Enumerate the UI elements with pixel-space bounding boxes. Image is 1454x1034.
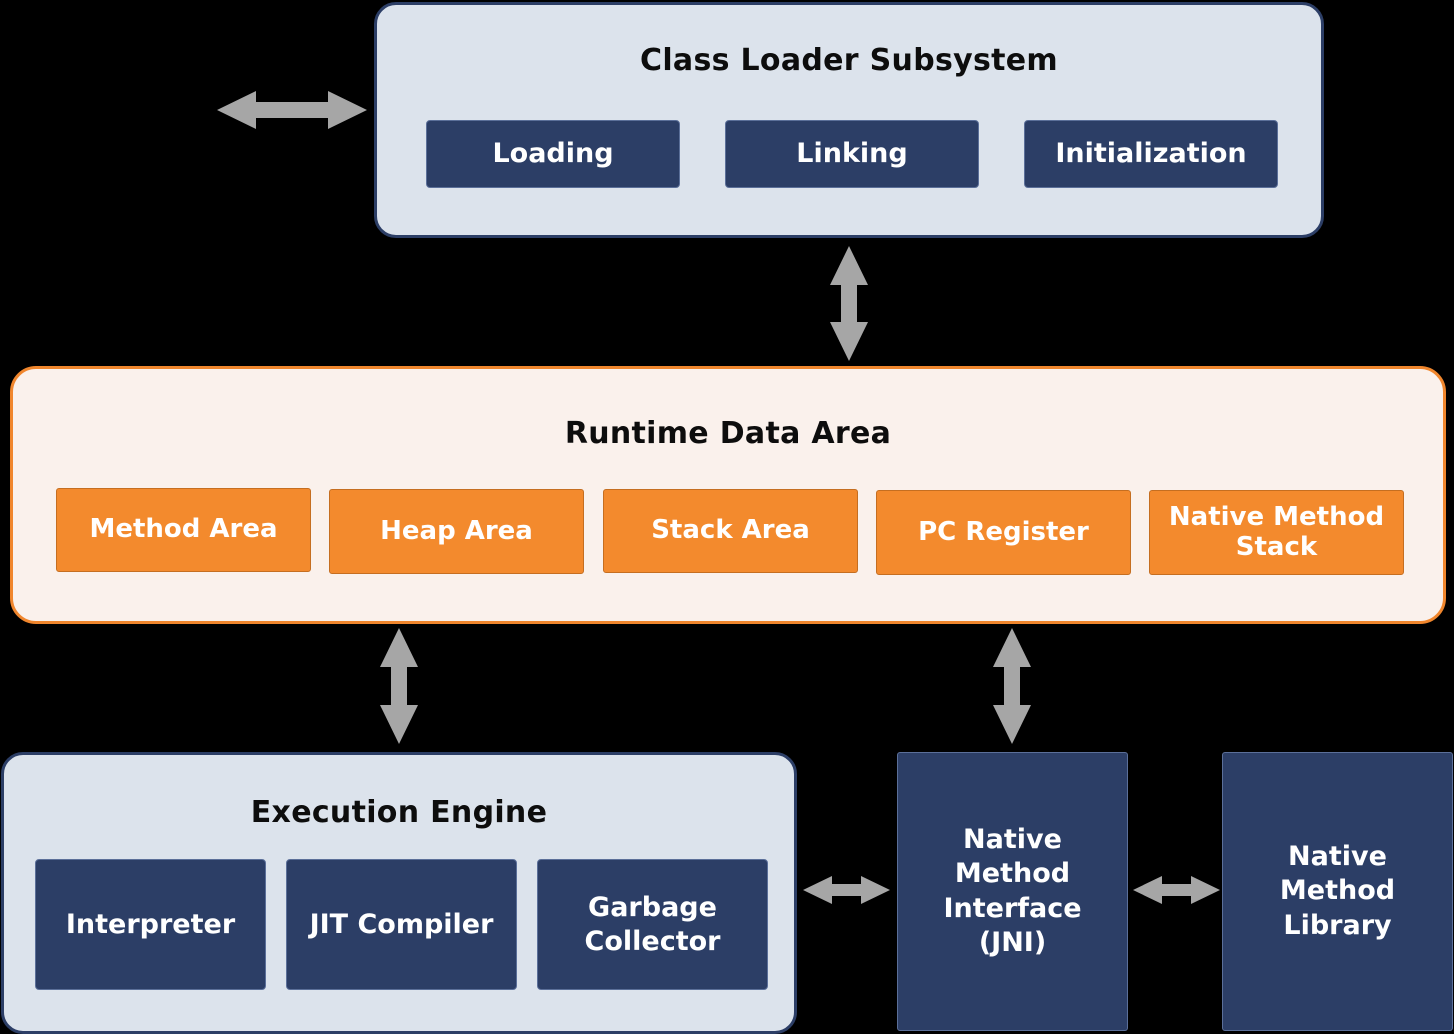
execution-title: Execution Engine	[250, 795, 548, 830]
arrow-classloader-runtime	[830, 246, 868, 361]
arrow-execution-jni	[803, 876, 890, 904]
arrow-runtime-jni	[993, 628, 1031, 744]
heap-area-box: Heap Area	[329, 489, 584, 574]
runtime-title: Runtime Data Area	[564, 416, 892, 451]
class-loader-subsystem: Class Loader Subsystem Loading Linking I…	[374, 2, 1324, 238]
class-loader-title: Class Loader Subsystem	[640, 43, 1058, 78]
jit-compiler-label: JIT Compiler	[309, 908, 494, 940]
pc-register-label: PC Register	[918, 516, 1089, 547]
arrow-classloader-left	[217, 91, 367, 129]
native-method-library-label: Native Method Library	[1279, 841, 1396, 941]
arrow-jni-library	[1133, 876, 1220, 904]
execution-engine: Execution Engine Interpreter JIT Compile…	[1, 752, 797, 1034]
native-method-interface-box: Native Method Interface (JNI)	[897, 752, 1128, 1031]
loading-box: Loading	[426, 120, 680, 188]
linking-box: Linking	[725, 120, 979, 188]
stack-area-label: Stack Area	[651, 515, 810, 546]
method-area-label: Method Area	[89, 514, 278, 545]
native-method-library-box: Native Method Library	[1222, 752, 1453, 1031]
method-area-box: Method Area	[56, 488, 311, 572]
interpreter-label: Interpreter	[65, 908, 236, 940]
native-method-interface-label: Native Method Interface (JNI)	[943, 823, 1082, 958]
garbage-collector-box: Garbage Collector	[537, 859, 768, 990]
pc-register-box: PC Register	[876, 490, 1131, 575]
initialization-label: Initialization	[1055, 138, 1247, 170]
native-method-stack-label: Native Method Stack	[1168, 501, 1385, 562]
jit-compiler-box: JIT Compiler	[286, 859, 517, 990]
garbage-collector-label: Garbage Collector	[584, 891, 721, 957]
runtime-data-area: Runtime Data Area Method Area Heap Area …	[10, 366, 1446, 624]
stack-area-box: Stack Area	[603, 489, 858, 573]
heap-area-label: Heap Area	[380, 515, 533, 546]
linking-label: Linking	[796, 138, 908, 170]
native-method-stack-box: Native Method Stack	[1149, 490, 1404, 575]
initialization-box: Initialization	[1024, 120, 1278, 188]
loading-label: Loading	[492, 138, 614, 170]
interpreter-box: Interpreter	[35, 859, 266, 990]
arrow-runtime-execution	[380, 628, 418, 744]
